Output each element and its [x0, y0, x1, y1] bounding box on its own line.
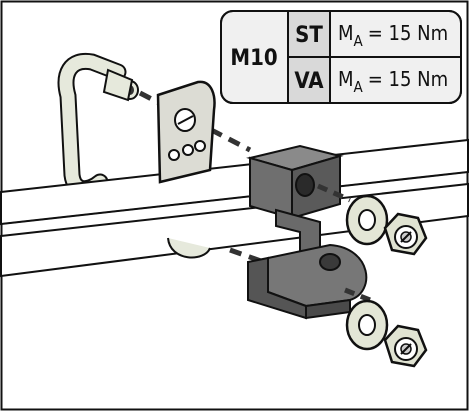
upper-washer [345, 194, 389, 246]
torque-value: = 15 Nm [368, 21, 448, 45]
clamp-bolt-hole [295, 173, 315, 197]
material-stainless-label: VA [294, 69, 324, 94]
plate-hole-small [182, 144, 194, 156]
lower-washer [345, 299, 389, 351]
mounting-plate [156, 80, 216, 184]
torque-value: = 15 Nm [368, 67, 448, 91]
assembly-line-lower-bolt [344, 287, 371, 303]
material-steel-label: ST [295, 23, 323, 48]
torque-subscript: A [354, 78, 364, 96]
u-loop-lower [167, 237, 211, 259]
torque-row-steel: MA= 15 Nm [338, 21, 448, 50]
plate-hole-small [194, 140, 206, 152]
rail-clamp [246, 144, 368, 320]
upper-nut [383, 212, 428, 256]
torque-symbol: M [338, 67, 354, 91]
torque-spec-table: M10 ST VA MA= 15 Nm MA= 15 Nm [220, 10, 462, 104]
lower-nut [383, 324, 428, 368]
assembly-line-bottom-left [229, 247, 276, 269]
thread-size-label: M10 [230, 46, 277, 71]
assembly-line-upper-bolt [316, 183, 352, 203]
torque-row-stainless: MA= 15 Nm [338, 67, 448, 96]
torque-symbol: M [338, 21, 354, 45]
torque-subscript: A [354, 32, 364, 50]
plate-hole-small [168, 149, 180, 161]
